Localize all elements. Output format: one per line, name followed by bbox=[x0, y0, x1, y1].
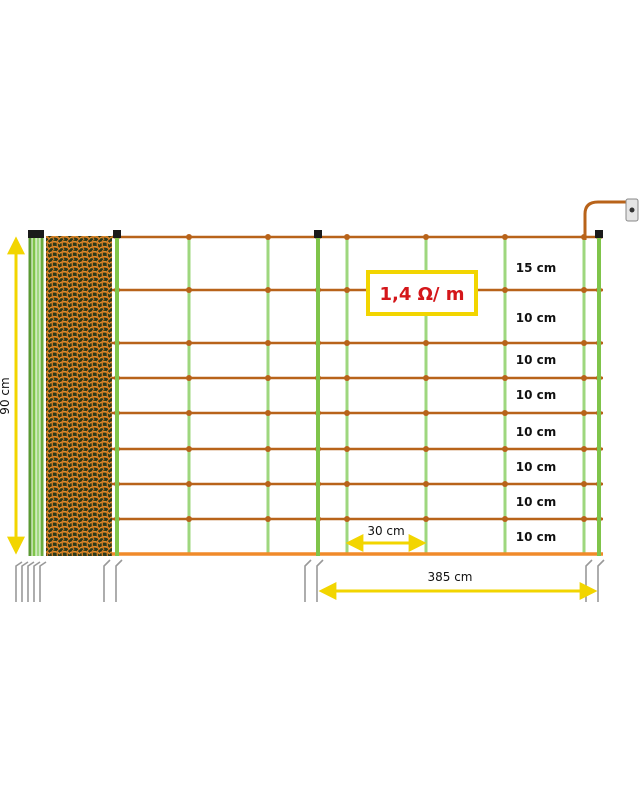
post-2-spike bbox=[304, 559, 324, 602]
wire-knot bbox=[344, 516, 350, 522]
wire-knot bbox=[502, 287, 508, 293]
resistance-box bbox=[366, 270, 478, 316]
wire-knot bbox=[265, 287, 271, 293]
wire-knot bbox=[423, 410, 429, 416]
wire-knot bbox=[265, 375, 271, 381]
rolled-netting bbox=[15, 230, 112, 602]
wire-spacing-labels: 15 cm 10 cm 10 cm 10 cm 10 cm 10 cm 10 c… bbox=[516, 261, 557, 544]
wire-knot bbox=[265, 516, 271, 522]
post-spacing-dimension: 385 cm bbox=[318, 570, 598, 600]
post-1-spike bbox=[103, 559, 123, 602]
wire-knot bbox=[186, 446, 192, 452]
wire-knot bbox=[186, 481, 192, 487]
wire-knot bbox=[344, 481, 350, 487]
resistance-label: 1,4 Ω/ m bbox=[379, 284, 464, 305]
wire-knot bbox=[186, 340, 192, 346]
wire-knot bbox=[265, 410, 271, 416]
wire-knot bbox=[502, 481, 508, 487]
height-dimension: 90 cm bbox=[0, 236, 25, 555]
resistance-callout: 1,4 Ω/ m bbox=[366, 270, 478, 316]
connector-hook bbox=[583, 200, 630, 240]
wire-knot bbox=[423, 481, 429, 487]
wire-knot bbox=[423, 234, 429, 240]
roll-post-caps bbox=[28, 230, 44, 238]
mesh-spacing-label: 30 cm bbox=[367, 524, 404, 538]
spacing-label: 10 cm bbox=[516, 495, 557, 509]
wire-knot bbox=[423, 446, 429, 452]
spacing-label: 10 cm bbox=[516, 530, 557, 544]
post-3-spike bbox=[585, 559, 605, 602]
wire-knot bbox=[344, 340, 350, 346]
wire-knot bbox=[186, 287, 192, 293]
wire-knot bbox=[423, 340, 429, 346]
mesh-spacing-dimension: 30 cm bbox=[345, 524, 427, 552]
wire-knot bbox=[265, 340, 271, 346]
wire-knot bbox=[344, 410, 350, 416]
wire-knot bbox=[265, 446, 271, 452]
spacing-label: 10 cm bbox=[516, 388, 557, 402]
spacing-label: 10 cm bbox=[516, 311, 557, 325]
wire-knot bbox=[265, 481, 271, 487]
post-3-cap bbox=[595, 230, 603, 238]
wire-knot bbox=[186, 375, 192, 381]
post-2-cap bbox=[314, 230, 322, 238]
wire-knot bbox=[344, 287, 350, 293]
wire-knot bbox=[186, 234, 192, 240]
wire-knot bbox=[344, 375, 350, 381]
wire-knot bbox=[502, 446, 508, 452]
roll-ground-spikes bbox=[15, 561, 47, 602]
wire-knot bbox=[186, 516, 192, 522]
wire-knot bbox=[581, 516, 587, 522]
wire-knot bbox=[344, 234, 350, 240]
post-spacing-label: 385 cm bbox=[427, 570, 472, 584]
wire-knot bbox=[581, 410, 587, 416]
connector-clip-hole bbox=[629, 207, 635, 213]
wire-knot bbox=[502, 340, 508, 346]
height-label: 90 cm bbox=[0, 377, 12, 414]
roll-mesh bbox=[46, 236, 112, 556]
wire-knot bbox=[265, 234, 271, 240]
wire-knot bbox=[581, 481, 587, 487]
fence-posts bbox=[103, 198, 639, 602]
horizontal-wires bbox=[112, 235, 603, 556]
wire-knot bbox=[423, 516, 429, 522]
wire-knot bbox=[581, 340, 587, 346]
wire-knot bbox=[502, 516, 508, 522]
spacing-label: 10 cm bbox=[516, 353, 557, 367]
wire-knot bbox=[581, 287, 587, 293]
wire-knot bbox=[502, 410, 508, 416]
wire-knot bbox=[423, 375, 429, 381]
wire-knot bbox=[344, 446, 350, 452]
spacing-label: 15 cm bbox=[516, 261, 557, 275]
post-1-cap bbox=[113, 230, 121, 238]
wire-knot bbox=[186, 410, 192, 416]
wire-knot bbox=[581, 375, 587, 381]
spacing-label: 10 cm bbox=[516, 425, 557, 439]
wire-knot bbox=[502, 375, 508, 381]
wire-knot bbox=[502, 234, 508, 240]
wire-knot bbox=[581, 446, 587, 452]
spacing-label: 10 cm bbox=[516, 460, 557, 474]
